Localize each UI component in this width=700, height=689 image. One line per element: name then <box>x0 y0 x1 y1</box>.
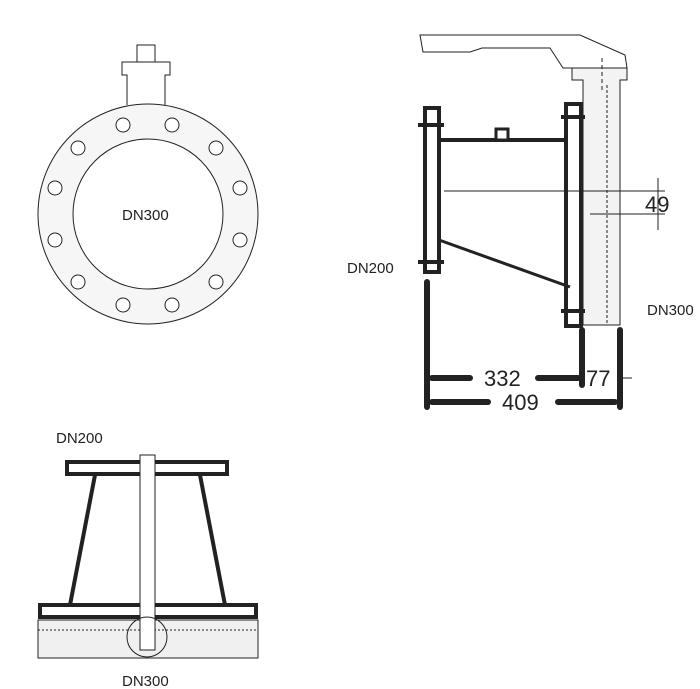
front-view-label: DN300 <box>122 207 169 224</box>
top-label-dn200: DN200 <box>56 430 103 447</box>
dim-77: 77 <box>586 366 610 391</box>
flange-left <box>423 106 441 274</box>
cone-left <box>68 474 97 606</box>
side-label-dn200: DN200 <box>347 260 394 277</box>
front-view <box>37 44 259 325</box>
top-view <box>37 454 259 659</box>
valve-body <box>571 67 628 326</box>
side-view <box>418 34 665 410</box>
stem-top <box>136 44 156 63</box>
stem <box>139 454 156 651</box>
top-label-dn300: DN300 <box>122 673 169 689</box>
dimension-lines <box>424 279 623 410</box>
flange-right <box>564 102 583 328</box>
dim-409: 409 <box>502 390 539 415</box>
dim-49: 49 <box>645 192 669 217</box>
flange-inner <box>72 138 224 290</box>
cone-right <box>198 474 227 606</box>
side-label-dn300: DN300 <box>647 302 694 319</box>
dim-332: 332 <box>484 366 521 391</box>
valve-neck <box>121 61 171 105</box>
reducer-bottom <box>438 238 571 289</box>
handle-lever <box>419 34 628 69</box>
actuator-circle <box>126 616 168 658</box>
bolt-holes <box>47 117 248 313</box>
